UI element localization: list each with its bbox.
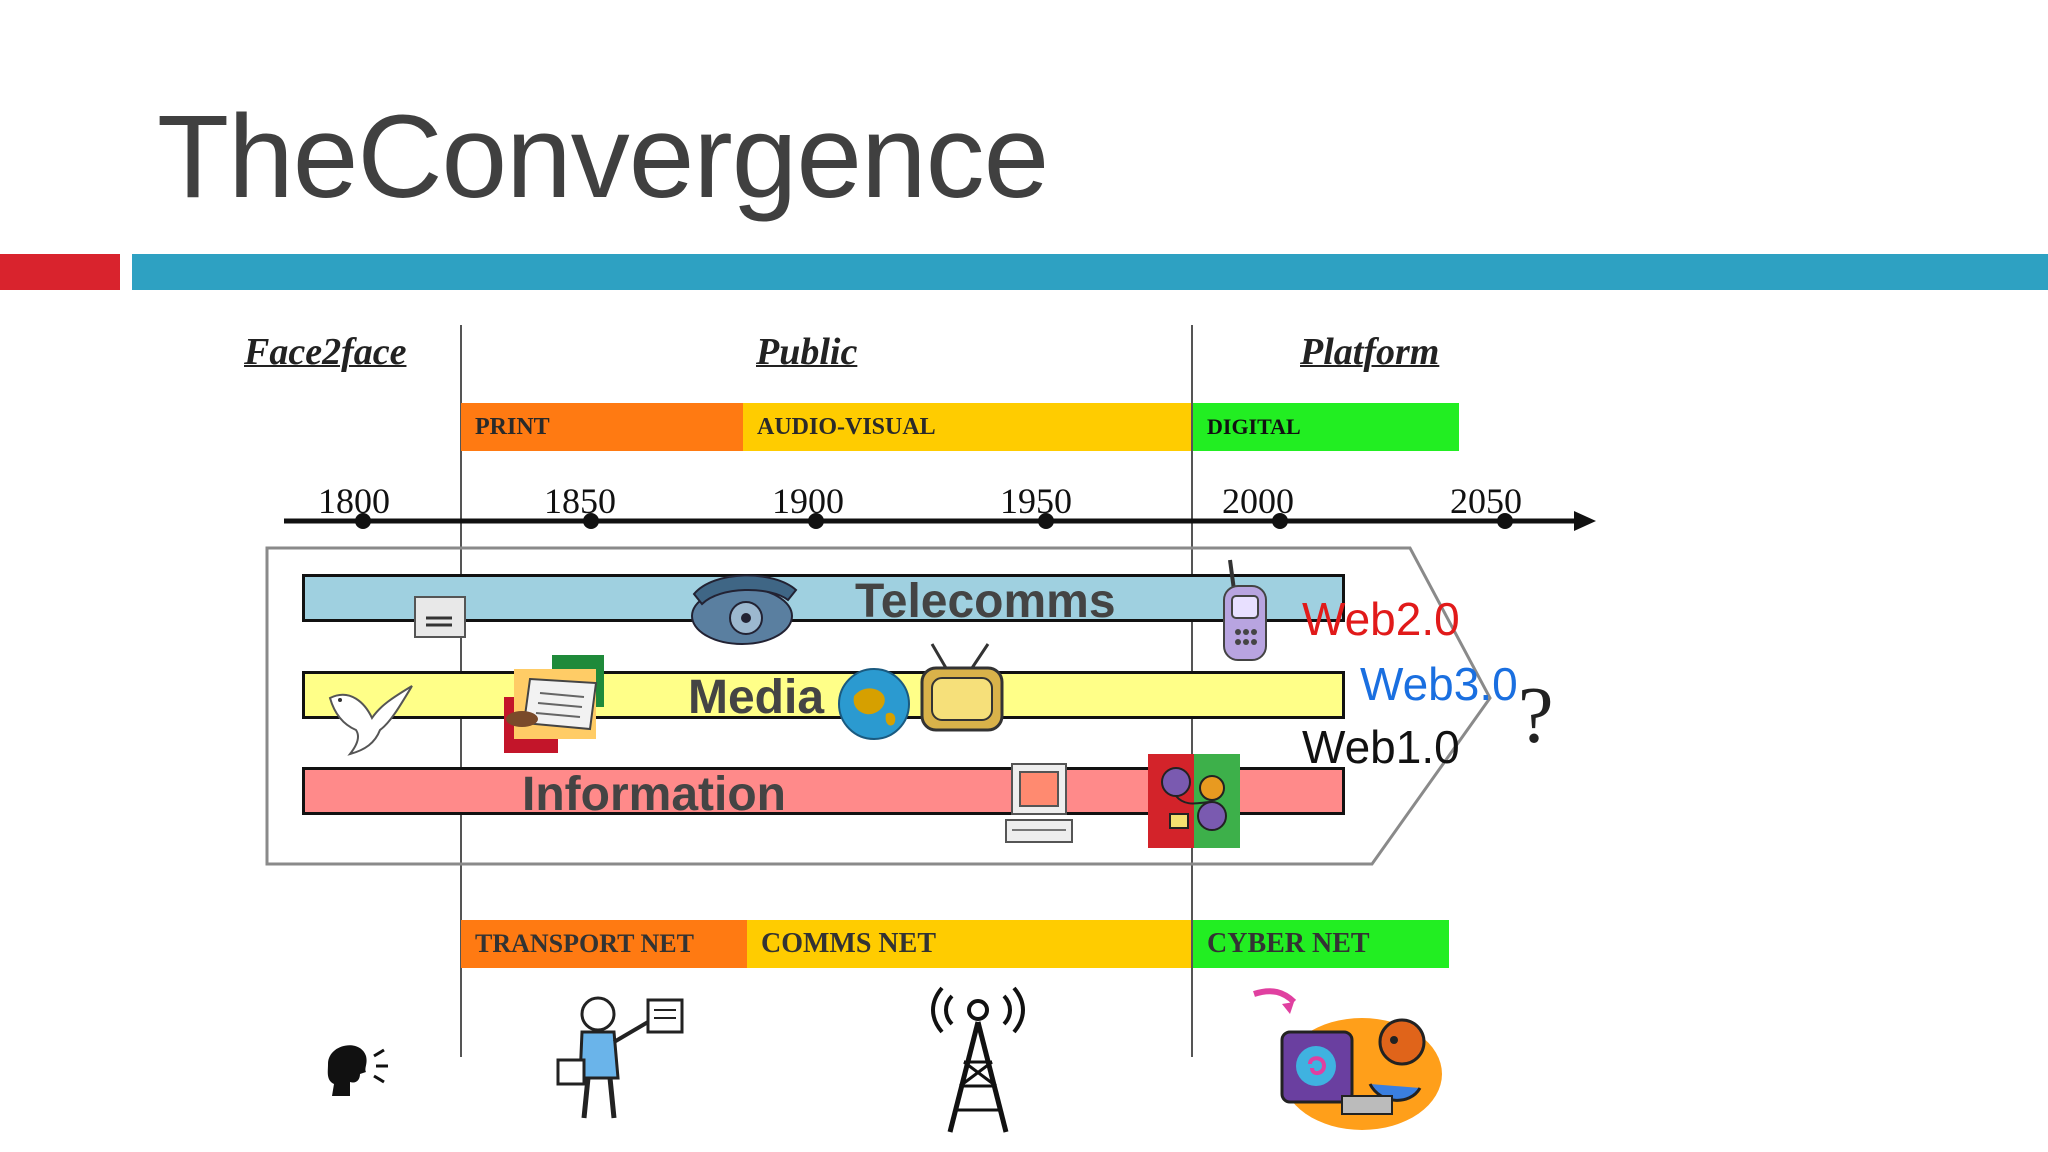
band-print: PRINT [461, 403, 743, 451]
label-telecomms: Telecomms [855, 575, 1116, 628]
network-devices-icon [1148, 754, 1240, 848]
title-rule-blue [132, 254, 2048, 290]
newspaper-icon [504, 655, 604, 753]
band-digital: DIGITAL [1193, 403, 1459, 451]
convergence-arrow-outline [265, 546, 1492, 866]
dove-icon [328, 685, 413, 756]
year-tick-1900 [808, 513, 824, 529]
label-web2: Web2.0 [1302, 593, 1460, 645]
year-tick-1800 [355, 513, 371, 529]
rotary-phone-icon [691, 574, 798, 645]
person-presenting-icon [556, 996, 684, 1119]
year-tick-1850 [583, 513, 599, 529]
year-tick-2000 [1272, 513, 1288, 529]
year-label-1800: 1800 [318, 481, 390, 521]
era-face2face: Face2face [244, 331, 407, 373]
band-comms-net: COMMS NET [747, 920, 1191, 968]
label-media: Media [688, 671, 825, 724]
computer-icon [1005, 763, 1073, 843]
question-mark: ? [1518, 672, 1554, 760]
band-cyber-net: CYBER NET [1193, 920, 1449, 968]
era-public: Public [756, 331, 858, 373]
cyber-user-icon [1253, 988, 1442, 1130]
year-label-1950: 1950 [1000, 481, 1072, 521]
band-audio-visual: AUDIO-VISUAL [743, 403, 1191, 451]
band-transport-net: TRANSPORT NET [461, 920, 747, 968]
bar-telecomms [302, 574, 1345, 622]
bar-media [302, 671, 1345, 719]
year-label-1900: 1900 [772, 481, 844, 521]
speaking-head-icon [327, 1045, 388, 1096]
year-label-1850: 1850 [544, 481, 616, 521]
label-information: Information [522, 768, 786, 821]
mobile-phone-icon [1223, 559, 1267, 661]
year-tick-1950 [1038, 513, 1054, 529]
slide-title: TheConvergence [157, 91, 1049, 223]
timeline-axis [284, 511, 1596, 531]
era-platform: Platform [1300, 331, 1440, 373]
label-web1: Web1.0 [1302, 721, 1460, 773]
television-icon [920, 643, 1004, 732]
title-rule-red [0, 254, 120, 290]
year-tick-2050 [1497, 513, 1513, 529]
label-web3: Web3.0 [1360, 658, 1518, 710]
envelope-icon [414, 596, 466, 638]
globe-icon [838, 668, 910, 740]
radio-tower-icon [931, 986, 1025, 1133]
